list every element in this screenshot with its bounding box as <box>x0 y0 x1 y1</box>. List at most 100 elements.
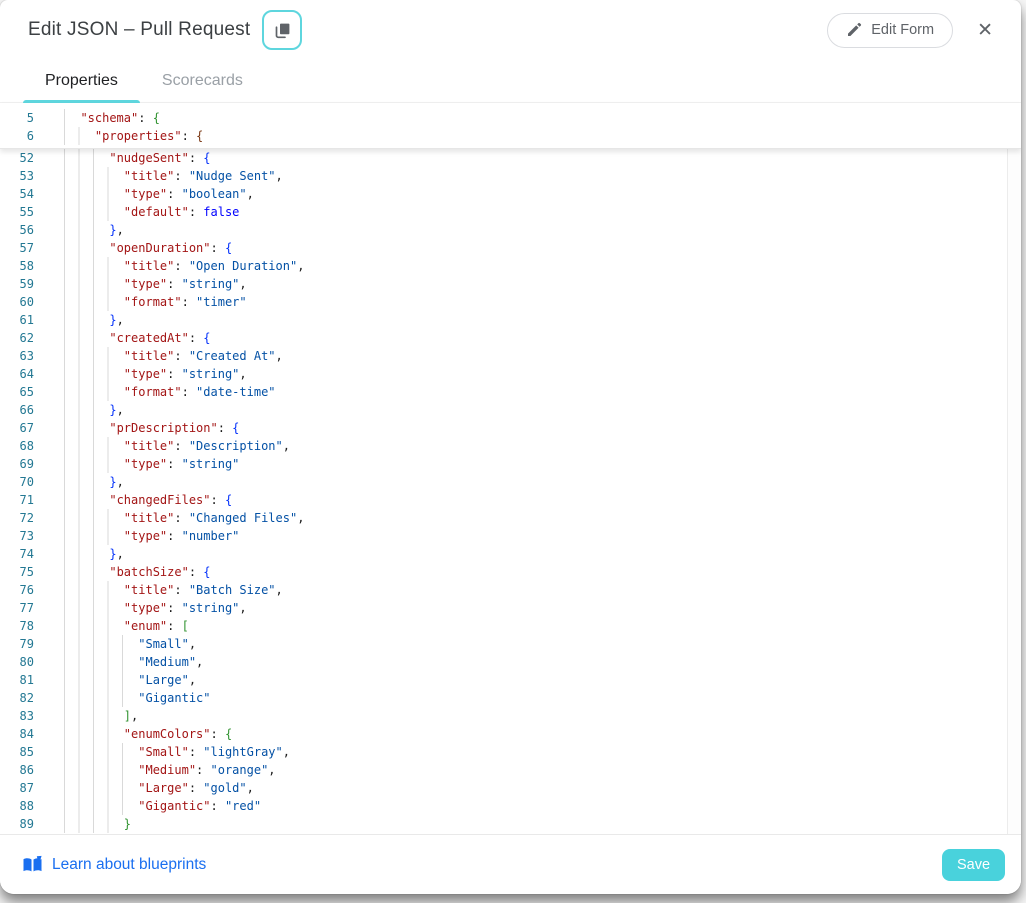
code-line[interactable]: 87"Large": "gold", <box>0 779 1021 797</box>
edit-form-button[interactable]: Edit Form <box>827 12 954 48</box>
code-line[interactable]: 61}, <box>0 311 1021 329</box>
code-line[interactable]: 85 "Small": "lightGray", <box>0 743 1021 761</box>
code-text: }, <box>109 223 124 237</box>
indent-guides <box>64 329 108 347</box>
line-number: 87 <box>19 781 34 795</box>
code-line[interactable]: 55"default": false <box>0 203 1021 221</box>
code-text: "openDuration": { <box>109 241 233 255</box>
code-text: "type": "string", <box>123 367 247 381</box>
indent-guides <box>64 149 108 167</box>
code-line[interactable]: 58 "title": "Open Duration", <box>0 257 1021 275</box>
code-line[interactable]: 67"prDescription": { <box>0 419 1021 437</box>
code-line[interactable]: 86 "Medium": "orange", <box>0 761 1021 779</box>
code-line[interactable]: 73"type": "number" <box>0 527 1021 545</box>
code-line[interactable]: 80"Medium", <box>0 653 1021 671</box>
code-line[interactable]: 68"title": "Description", <box>0 437 1021 455</box>
indent-guides <box>64 563 108 581</box>
indent-guides <box>64 221 108 239</box>
sticky-scroll-lines[interactable]: 5"schema": {6"properties": { <box>0 103 1021 149</box>
code-line[interactable]: 64 "type": "string", <box>0 365 1021 383</box>
code-text: }, <box>109 403 124 417</box>
indent-guides <box>64 797 137 815</box>
line-number: 80 <box>19 655 34 669</box>
indent-guides <box>64 455 122 473</box>
learn-about-blueprints-link[interactable]: Learn about blueprints <box>22 855 206 875</box>
tab-properties-label: Properties <box>45 72 118 89</box>
code-line[interactable]: 83], <box>0 707 1021 725</box>
code-line[interactable]: 62"createdAt": { <box>0 329 1021 347</box>
code-text: "Medium": "orange", <box>138 763 276 777</box>
line-number: 69 <box>19 457 34 471</box>
code-text: "Small": "lightGray", <box>138 745 290 759</box>
indent-guides <box>64 599 122 617</box>
line-number: 85 <box>19 745 34 759</box>
tab-properties[interactable]: Properties <box>23 60 140 103</box>
save-button[interactable]: Save <box>942 848 1005 881</box>
code-text: "prDescription": { <box>109 421 240 435</box>
line-number: 59 <box>19 277 34 291</box>
line-number: 84 <box>19 727 34 741</box>
indent-guides <box>64 185 122 203</box>
code-text: ], <box>123 709 139 723</box>
code-line[interactable]: 57"openDuration": { <box>0 239 1021 257</box>
code-text: "changedFiles": { <box>109 493 233 507</box>
line-number: 86 <box>19 763 34 777</box>
line-number: 64 <box>19 367 34 381</box>
line-number: 62 <box>19 331 34 345</box>
code-text: "Gigantic" <box>138 691 211 705</box>
code-line[interactable]: 56}, <box>0 221 1021 239</box>
code-line[interactable]: 75"batchSize": { <box>0 563 1021 581</box>
line-number: 77 <box>19 601 34 615</box>
code-line[interactable]: 65"format": "date-time" <box>0 383 1021 401</box>
code-line[interactable]: 82 "Gigantic" <box>0 689 1021 707</box>
code-line[interactable]: 89} <box>0 815 1021 833</box>
close-button[interactable]: ✕ <box>969 17 1001 44</box>
json-code-editor[interactable]: 5"schema": {6"properties": { 52"nudgeSen… <box>0 103 1021 834</box>
tab-scorecards-label: Scorecards <box>161 72 243 89</box>
code-line[interactable]: 79"Small", <box>0 635 1021 653</box>
code-line[interactable]: 59 "type": "string", <box>0 275 1021 293</box>
indent-guides <box>64 707 122 725</box>
line-number: 76 <box>19 583 34 597</box>
code-line[interactable]: 63"title": "Created At", <box>0 347 1021 365</box>
copy-title-button[interactable] <box>262 10 303 50</box>
indent-guides <box>64 653 137 671</box>
code-line[interactable]: 69"type": "string" <box>0 455 1021 473</box>
code-line[interactable]: 71"changedFiles": { <box>0 491 1021 509</box>
code-line[interactable]: 53"title": "Nudge Sent", <box>0 167 1021 185</box>
editor-scrollbar[interactable] <box>1007 103 1021 834</box>
code-line[interactable]: 74}, <box>0 545 1021 563</box>
book-icon <box>22 855 43 875</box>
code-line[interactable]: 76"title": "Batch Size", <box>0 581 1021 599</box>
code-line[interactable]: 84"enumColors": { <box>0 725 1021 743</box>
line-number: 82 <box>19 691 34 705</box>
indent-guides <box>64 545 108 563</box>
code-text: "type": "number" <box>123 529 240 543</box>
code-line[interactable]: 54"type": "boolean", <box>0 185 1021 203</box>
code-line[interactable]: 81"Large", <box>0 671 1021 689</box>
code-text: }, <box>109 475 124 489</box>
line-number: 79 <box>19 637 34 651</box>
code-line[interactable]: 70}, <box>0 473 1021 491</box>
code-text: "type": "string", <box>123 277 247 291</box>
code-text: "title": "Open Duration", <box>123 259 305 273</box>
tab-scorecards[interactable]: Scorecards <box>140 60 265 102</box>
code-line[interactable]: 72"title": "Changed Files", <box>0 509 1021 527</box>
code-line[interactable]: 77"type": "string", <box>0 599 1021 617</box>
code-line[interactable]: 60"format": "timer" <box>0 293 1021 311</box>
indent-guides <box>64 257 122 275</box>
line-number: 75 <box>19 565 34 579</box>
code-lines[interactable]: 52"nudgeSent": {53"title": "Nudge Sent",… <box>0 149 1021 833</box>
indent-guides <box>64 743 137 761</box>
indent-guides <box>64 383 122 401</box>
line-number: 58 <box>19 259 34 273</box>
line-number: 83 <box>19 709 34 723</box>
code-line[interactable]: 6"properties": { <box>0 127 1021 145</box>
code-line[interactable]: 66}, <box>0 401 1021 419</box>
code-line[interactable]: 88"Gigantic": "red" <box>0 797 1021 815</box>
code-line[interactable]: 52"nudgeSent": { <box>0 149 1021 167</box>
code-line[interactable]: 78"enum": [ <box>0 617 1021 635</box>
line-number: 61 <box>19 313 34 327</box>
code-line[interactable]: 5"schema": { <box>0 109 1021 127</box>
